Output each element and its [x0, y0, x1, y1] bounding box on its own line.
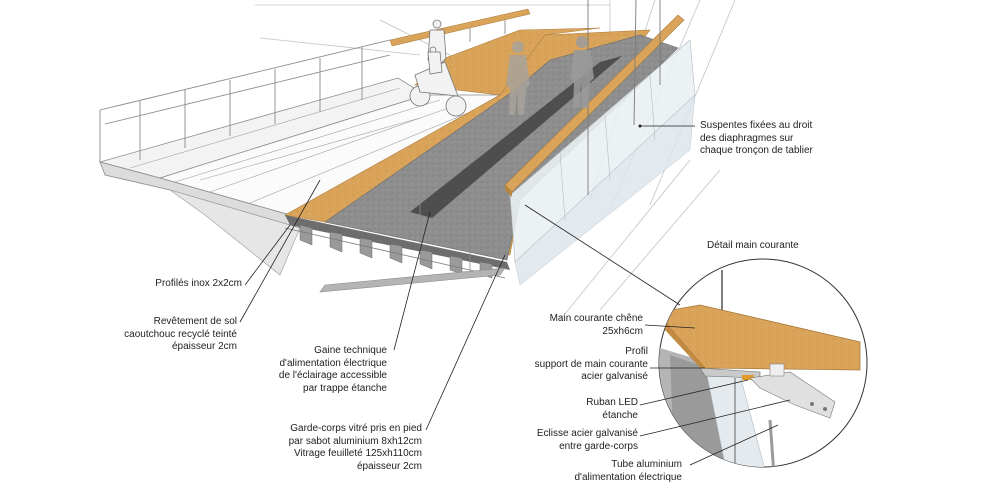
- label-line: étanche: [602, 409, 638, 421]
- label-line: Profil: [625, 346, 648, 357]
- label-garde-corps: Garde-corps vitré pris en pied par sabot…: [289, 423, 422, 473]
- label-main-courante: Main courante chêne 25xh6cm: [550, 313, 643, 338]
- label-line: support de main courante: [534, 358, 648, 370]
- main-deck: [284, 0, 696, 293]
- label-line: Profilés inox 2x2cm: [155, 278, 242, 289]
- label-ruban: Ruban LED étanche: [586, 397, 638, 422]
- label-revetement: Revêtement de sol caoutchouc recyclé tei…: [124, 316, 237, 354]
- label-line: Tube aluminium: [611, 459, 682, 470]
- label-suspentes: Suspentes fixées au droit des diaphragme…: [700, 120, 813, 158]
- label-line: acier galvanisé: [581, 371, 648, 382]
- label-line: par trappe étanche: [303, 382, 387, 394]
- technical-duct-strip: [410, 56, 622, 218]
- label-line: de l'éclairage accessible: [278, 370, 387, 381]
- label-line: des diaphragmes sur: [700, 132, 794, 144]
- label-line: Suspentes fixées au droit: [700, 120, 813, 131]
- label-line: Ruban LED: [586, 397, 638, 408]
- label-tube: Tube aluminium d'alimentation électrique: [574, 459, 682, 484]
- label-line: Vitrage feuilleté 125xh110cm: [293, 448, 422, 459]
- label-line: d'alimentation électrique: [279, 357, 387, 369]
- handrail-detail-circle: [658, 258, 868, 468]
- label-line: Gaine technique: [314, 345, 387, 356]
- label-line: Main courante chêne: [549, 313, 643, 324]
- label-line: 25xh6cm: [602, 325, 643, 337]
- label-profil: Profil support de main courante acier ga…: [535, 346, 648, 384]
- label-line: Eclisse acier galvanisé: [536, 428, 638, 439]
- label-line: Garde-corps vitré pris en pied: [290, 423, 422, 434]
- label-line: Revêtement de sol: [153, 316, 237, 327]
- leader-lines: [239, 125, 791, 466]
- label-line: entre garde-corps: [559, 440, 638, 452]
- label-line: épaisseur 2cm: [356, 460, 422, 472]
- cyclist-figure: [409, 19, 467, 117]
- label-line: d'alimentation électrique: [574, 471, 682, 483]
- label-line: par sabot aluminium 8xh12cm: [288, 435, 422, 447]
- label-line: épaisseur 2cm: [171, 341, 237, 352]
- label-line: caoutchouc recyclé teinté: [124, 328, 237, 340]
- label-gaine: Gaine technique d'alimentation électriqu…: [279, 345, 387, 395]
- label-profiles: Profilés inox 2x2cm: [155, 278, 242, 291]
- label-line: chaque tronçon de tablier: [700, 145, 813, 156]
- label-eclisse: Eclisse acier galvanisé entre garde-corp…: [537, 428, 638, 453]
- human-figures: [409, 19, 594, 117]
- detail-title: Détail main courante: [707, 240, 799, 253]
- label-line: Détail main courante: [707, 240, 799, 251]
